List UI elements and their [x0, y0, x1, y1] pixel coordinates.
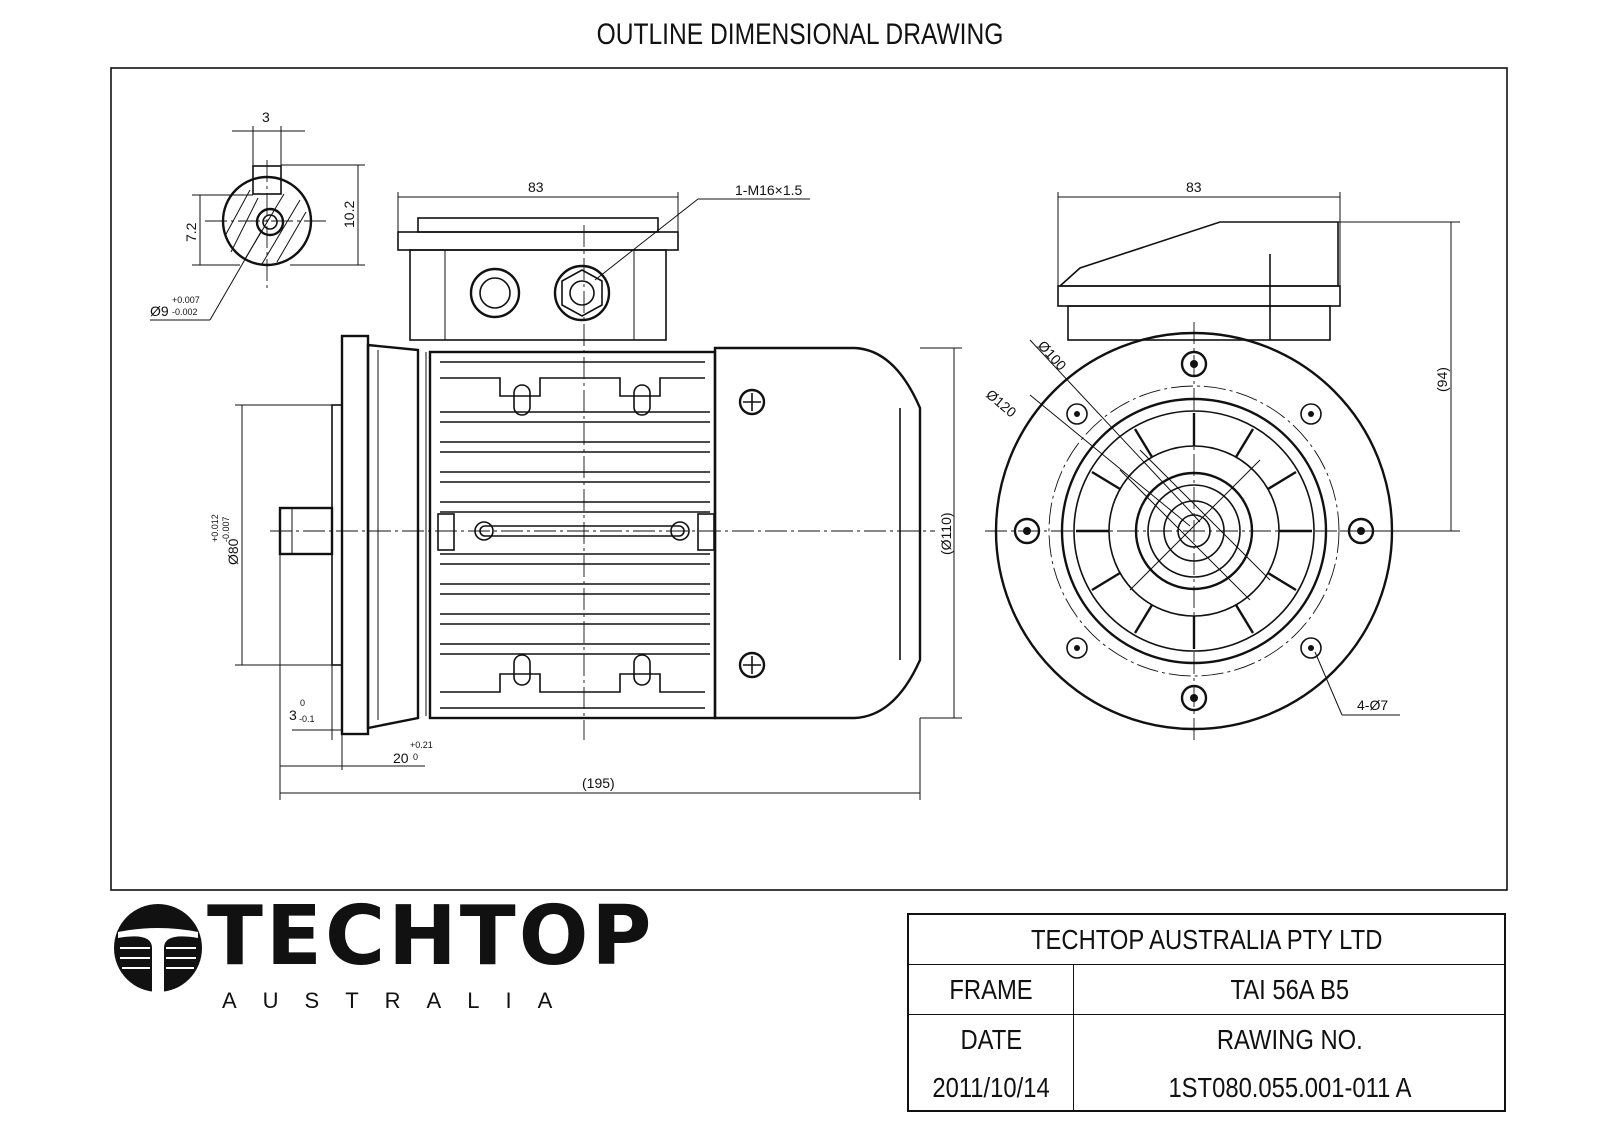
- svg-text:+0.012: +0.012: [210, 514, 220, 542]
- flange-bolts: [1013, 350, 1375, 712]
- title-block-company-row: TECHTOP AUSTRALIA PTY LTD: [909, 915, 1504, 965]
- svg-text:0: 0: [413, 752, 418, 762]
- drawing-frame: [110, 67, 1508, 891]
- flange-thickness-dim: 3: [289, 707, 297, 723]
- shaft-height-dim: 10.2: [341, 201, 357, 228]
- svg-text:+0.21: +0.21: [410, 740, 433, 750]
- spigot-dia-dim: Ø80: [225, 538, 241, 565]
- cable-gland-dim: 1-M16×1.5: [735, 182, 803, 198]
- cooling-fins: [440, 411, 710, 655]
- company-name: TECHTOP AUSTRALIA PTY LTD: [1030, 923, 1383, 955]
- shaft-length-dim: 20: [393, 750, 409, 766]
- motor-end-view: 83 (94): [983, 179, 1460, 740]
- drawing-number-label: RAWING NO.: [1217, 1024, 1363, 1055]
- svg-text:0: 0: [300, 698, 305, 708]
- frame-label: FRAME: [949, 973, 1033, 1005]
- pcd-dim: Ø100: [1035, 337, 1070, 373]
- shaft-section-view: 3 10.2 7.2 Ø9 +0.007 -0.002: [150, 109, 365, 321]
- terminal-box-width-dim: 83: [528, 179, 544, 195]
- techtop-emblem-icon: [114, 904, 202, 992]
- techtop-logo: TECHTOP AUSTRALIA: [112, 896, 652, 1042]
- shaft-dia-dim: Ø9: [150, 303, 169, 319]
- title-block-label-row: DATE RAWING NO.: [909, 1015, 1504, 1065]
- svg-text:-0.002: -0.002: [172, 307, 198, 317]
- body-dia-dim: (Ø110): [938, 512, 954, 555]
- motor-side-view: 83 1-M16×1.5: [210, 179, 962, 800]
- key-width-dim: 3: [262, 109, 270, 125]
- flange-dia-dim: Ø120: [983, 386, 1020, 420]
- date-label: DATE: [960, 1024, 1022, 1055]
- overall-height-dim: (94): [1434, 367, 1450, 392]
- title-block-frame-row: FRAME TAI 56A B5: [909, 965, 1504, 1015]
- drawing-number-value: 1ST080.055.001-011 A: [1168, 1071, 1412, 1103]
- sheet-title: OUTLINE DIMENSIONAL DRAWING: [596, 18, 1004, 51]
- overall-length-dim: (195): [582, 775, 615, 791]
- svg-text:-0.1: -0.1: [299, 714, 315, 724]
- key-depth-dim: 7.2: [183, 222, 199, 242]
- svg-text:+0.007: +0.007: [172, 295, 200, 305]
- holes-dim: 4-Ø7: [1357, 697, 1388, 713]
- logo-wordmark: TECHTOP: [207, 889, 655, 984]
- title-block-value-row: 2011/10/14 1ST080.055.001-011 A: [909, 1065, 1504, 1110]
- date-value: 2011/10/14: [932, 1071, 1050, 1103]
- svg-text:-0.007: -0.007: [221, 516, 231, 542]
- end-view-width-dim: 83: [1186, 179, 1202, 195]
- frame-value: TAI 56A B5: [1230, 973, 1350, 1005]
- logo-subtitle: AUSTRALIA: [222, 988, 579, 1013]
- title-block: TECHTOP AUSTRALIA PTY LTD FRAME TAI 56A …: [907, 913, 1506, 1112]
